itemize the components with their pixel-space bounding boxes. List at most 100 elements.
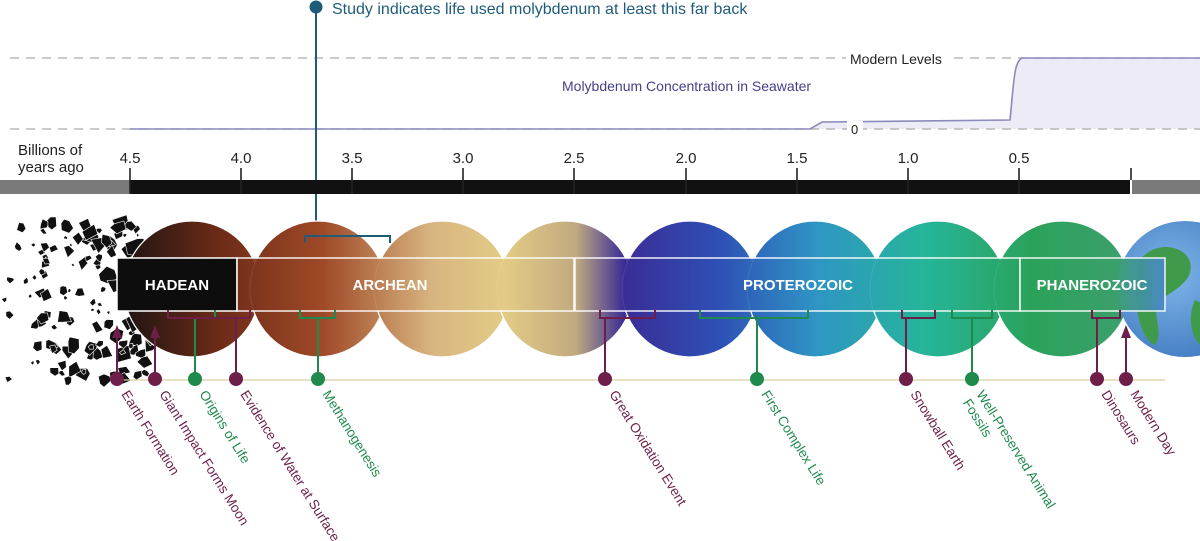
event-arrowhead — [150, 325, 160, 338]
event-marker — [899, 372, 913, 386]
debris-fragment — [119, 349, 127, 356]
axis-label-line2: years ago — [18, 159, 84, 176]
debris-fragment — [128, 332, 143, 347]
debris-fragment — [70, 262, 75, 267]
debris-fragment — [117, 339, 129, 350]
eon-proterozoic — [574, 257, 1021, 312]
debris-fragment — [49, 344, 58, 354]
axis-tick-label: 4.0 — [231, 150, 252, 167]
debris-fragment — [39, 227, 48, 235]
debris-fragment — [58, 370, 66, 377]
debris-fragment — [89, 297, 97, 307]
eon-archean — [236, 257, 575, 312]
event-marker — [188, 372, 202, 386]
debris-fragment — [100, 344, 114, 359]
event-label: Well-Preserved AnimalFossils — [960, 388, 1059, 520]
event-marker — [1119, 372, 1133, 386]
axis-tick-label: 1.5 — [787, 150, 808, 167]
debris-fragment — [36, 312, 50, 325]
event-bracket — [599, 310, 656, 319]
debris-fragment — [56, 359, 67, 372]
debris-fragment — [57, 310, 72, 323]
debris-fragment — [122, 233, 128, 238]
debris-fragment — [140, 369, 150, 378]
debris-fragment — [100, 286, 107, 293]
debris-fragment — [40, 288, 53, 302]
event-label: Snowball Earth — [907, 388, 968, 473]
concentration-curve — [130, 57, 1200, 130]
debris-fragment — [84, 254, 93, 263]
debris-fragment — [103, 319, 114, 330]
debris-fragment — [6, 276, 15, 285]
debris-fragment — [136, 232, 140, 238]
axis-tick-label: 1.0 — [898, 150, 919, 167]
debris-fragment — [89, 307, 95, 312]
event-marker — [110, 372, 124, 386]
event-label: Great Oxidation Event — [606, 388, 689, 509]
eon-band: HADEAN ARCHEAN PROTEROZOIC PHANEROZOIC — [116, 257, 1166, 312]
event-label: First Complex Life — [758, 388, 828, 488]
event-marker — [1090, 372, 1104, 386]
debris-fragment — [39, 242, 50, 253]
event-bracket — [699, 310, 809, 319]
axis-tick-label: 2.5 — [564, 150, 585, 167]
study-note: Study indicates life used molybdenum at … — [332, 1, 748, 18]
debris-fragment — [67, 288, 72, 293]
eon-hadean-label: HADEAN — [145, 277, 209, 294]
axis-tick-label: 3.0 — [453, 150, 474, 167]
debris-fragment — [42, 257, 51, 265]
axis-tick-label: 2.0 — [676, 150, 697, 167]
event-marker — [965, 372, 979, 386]
debris-fragment — [48, 244, 59, 254]
event-bracket — [901, 310, 936, 319]
debris-fragment — [38, 268, 46, 276]
study-bracket — [304, 235, 391, 243]
debris-fragment — [46, 216, 57, 231]
debris-fragment — [123, 220, 138, 232]
debris-fragment — [63, 375, 72, 386]
debris-fragment — [69, 243, 73, 248]
debris-fragment — [91, 320, 104, 334]
debris-fragment — [63, 235, 68, 240]
eon-phanerozoic — [1019, 257, 1166, 312]
debris-fragment — [4, 375, 13, 383]
debris-fragment — [106, 244, 117, 259]
event-bracket — [1091, 310, 1121, 319]
debris-fragment — [63, 295, 69, 301]
debris-fragment — [31, 274, 38, 281]
eon-hadean — [116, 257, 238, 312]
debris-fragment — [81, 223, 99, 241]
debris-fragment — [95, 308, 102, 316]
debris-fragment — [49, 367, 60, 377]
debris-fragment — [81, 368, 87, 375]
event-marker — [229, 372, 243, 386]
concentration-area — [130, 58, 1200, 129]
debris-fragment — [39, 218, 49, 230]
debris-fragment — [106, 310, 111, 315]
study-indicator: Study indicates life used molybdenum at … — [309, 0, 748, 236]
debris-fragment — [28, 293, 33, 299]
event-marker — [750, 372, 764, 386]
modern-levels-label: Modern Levels — [850, 51, 942, 67]
study-marker — [309, 0, 323, 14]
event-label: Evidence of Water at Surface — [237, 388, 343, 541]
event-arrowhead — [1121, 325, 1131, 338]
eon-archean-label: ARCHEAN — [353, 277, 428, 294]
debris-fragment — [5, 310, 15, 320]
debris-fragment — [0, 296, 8, 304]
debris-fragment — [16, 222, 27, 234]
debris-fragment — [100, 233, 113, 249]
debris-fragment — [98, 265, 118, 284]
event-marker — [598, 372, 612, 386]
debris-fragment — [30, 360, 35, 366]
eon-phanerozoic-label: PHANEROZOIC — [1037, 277, 1148, 294]
zero-label: 0 — [851, 122, 858, 137]
debris-fragment — [59, 285, 69, 296]
event-arrowhead — [112, 325, 122, 338]
debris-fragment — [132, 369, 143, 381]
debris-fragment — [136, 355, 154, 369]
debris-fragment — [94, 264, 102, 271]
debris-fragment — [14, 241, 23, 252]
